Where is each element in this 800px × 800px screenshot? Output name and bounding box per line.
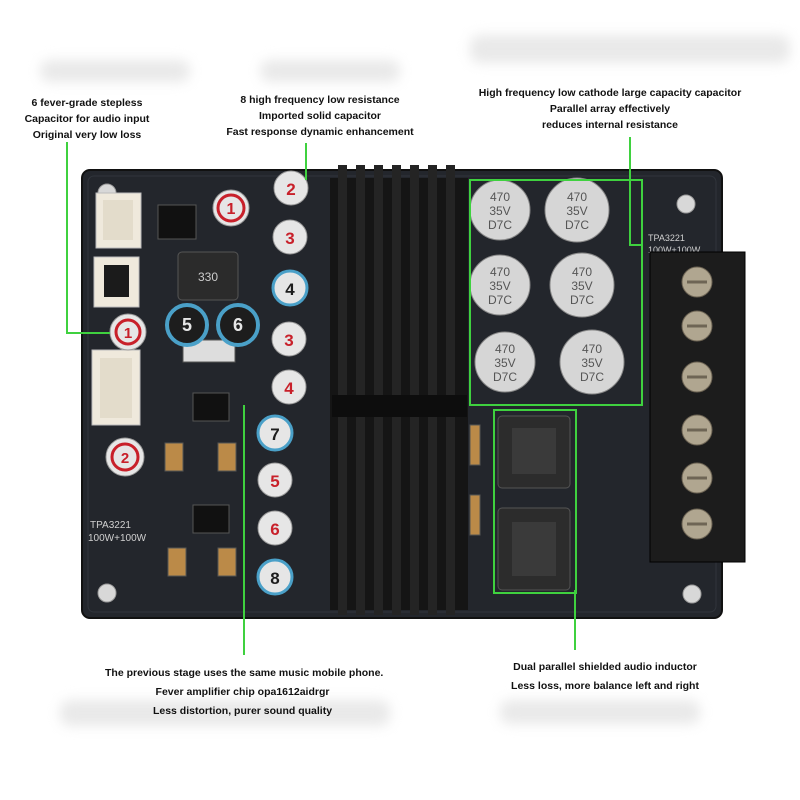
callout-preamp-line2: Fever amplifier chip opa1612aidrgr: [155, 686, 330, 698]
svg-text:35V: 35V: [571, 279, 592, 293]
bulk-capacitor: 470 35V D7C: [469, 254, 531, 316]
solid-capacitors: 2 3 4 3 4 7 5: [256, 170, 309, 596]
svg-text:3: 3: [285, 229, 294, 248]
svg-text:35V: 35V: [489, 279, 510, 293]
svg-text:1: 1: [227, 201, 236, 218]
svg-text:4: 4: [285, 280, 295, 299]
solid-capacitor: 3: [272, 219, 308, 255]
svg-text:470: 470: [567, 190, 587, 204]
input-capacitor: 6: [216, 303, 260, 347]
board-model-label-top: TPA3221: [648, 233, 685, 243]
solid-capacitor: 4: [271, 269, 309, 307]
callout-input-caps-line1: 6 fever-grade stepless: [31, 97, 143, 109]
callout-inductor-line1: Dual parallel shielded audio inductor: [513, 661, 697, 673]
svg-text:8: 8: [270, 569, 279, 588]
svg-text:6: 6: [270, 520, 279, 539]
bulk-capacitor-array: 470 35V D7C 470 35V D7C 470 35V D7C 470 …: [469, 177, 625, 395]
svg-text:1: 1: [124, 325, 132, 342]
callout-line-cathode-caps: [629, 137, 642, 246]
svg-text:3: 3: [284, 331, 293, 350]
svg-text:470: 470: [572, 265, 592, 279]
callout-solid-caps-line3: Fast response dynamic enhancement: [226, 126, 414, 138]
bulk-capacitor: 470 35V D7C: [544, 177, 610, 243]
callout-solid-capacitors: 8 high frequency low resistance Imported…: [215, 92, 425, 140]
svg-text:4: 4: [284, 379, 294, 398]
solid-capacitor: 7: [256, 414, 294, 452]
svg-text:6: 6: [233, 315, 243, 335]
callout-preamp-line3: Less distortion, purer sound quality: [152, 705, 333, 717]
input-capacitors: 1 5 6 1 2: [105, 189, 260, 477]
svg-text:D7C: D7C: [565, 218, 589, 232]
bulk-capacitor: 470 35V D7C: [474, 331, 536, 393]
input-capacitor: 1: [109, 313, 147, 351]
callout-line-input-caps: [66, 142, 110, 334]
svg-text:2: 2: [121, 450, 129, 467]
bulk-capacitor: 470 35V D7C: [559, 329, 625, 395]
svg-text:D7C: D7C: [493, 370, 517, 384]
board-power-label: 100W+100W: [88, 533, 147, 544]
callout-lines: [66, 137, 643, 655]
solid-capacitor: 8: [256, 558, 294, 596]
input-capacitor: 5: [165, 303, 209, 347]
board-model-label: TPA3221: [90, 520, 131, 531]
solid-capacitor: 6: [257, 510, 293, 546]
solid-capacitor: 2: [273, 170, 309, 206]
svg-text:35V: 35V: [581, 356, 602, 370]
callout-cathode-caps-line3: reduces internal resistance: [542, 119, 678, 131]
bulk-capacitor: 470 35V D7C: [469, 179, 531, 241]
solid-capacitor: 4: [271, 369, 307, 405]
bulk-capacitor: 470 35V D7C: [549, 252, 615, 318]
input-connectors: [91, 192, 142, 426]
input-capacitor: 2: [105, 437, 145, 477]
callout-solid-caps-line2: Imported solid capacitor: [259, 110, 381, 122]
solid-capacitor: 3: [271, 321, 307, 357]
svg-text:470: 470: [490, 265, 510, 279]
svg-text:5: 5: [182, 315, 192, 335]
callout-input-caps-line3: Original very low loss: [32, 129, 142, 141]
board-power-label-top: 100W+100W: [648, 245, 701, 255]
callout-preamp-line1: The previous stage uses the same music m…: [105, 667, 384, 679]
svg-text:2: 2: [286, 180, 295, 199]
svg-text:7: 7: [270, 425, 279, 444]
heatsink: [330, 165, 468, 615]
svg-text:35V: 35V: [566, 204, 587, 218]
svg-text:D7C: D7C: [488, 218, 512, 232]
shielded-inductors: [497, 415, 571, 591]
svg-text:35V: 35V: [489, 204, 510, 218]
solid-capacitor: 5: [257, 462, 293, 498]
inductor-label: 330: [198, 270, 218, 284]
svg-text:470: 470: [490, 190, 510, 204]
svg-text:35V: 35V: [494, 356, 515, 370]
svg-text:D7C: D7C: [570, 293, 594, 307]
callout-input-capacitors: 6 fever-grade stepless Capacitor for aud…: [12, 95, 162, 143]
callout-preamp-chip: The previous stage uses the same music m…: [105, 664, 384, 721]
callout-shielded-inductor: Dual parallel shielded audio inductor Le…: [490, 658, 720, 696]
callout-cathode-caps-line1: High frequency low cathode large capacit…: [478, 87, 742, 99]
callout-input-caps-line2: Capacitor for audio input: [24, 113, 150, 125]
callout-solid-caps-line1: 8 high frequency low resistance: [240, 94, 400, 106]
callout-frame-cathode-caps: [469, 179, 643, 406]
svg-text:D7C: D7C: [488, 293, 512, 307]
svg-text:470: 470: [495, 342, 515, 356]
callout-cathode-caps-line2: Parallel array effectively: [549, 103, 671, 115]
svg-text:5: 5: [270, 472, 279, 491]
svg-text:D7C: D7C: [580, 370, 604, 384]
small-inductor: 330: [177, 251, 239, 301]
svg-text:470: 470: [582, 342, 602, 356]
callout-frame-inductor: [493, 409, 577, 594]
callout-cathode-capacitors: High frequency low cathode large capacit…: [475, 85, 745, 133]
small-components: [157, 204, 481, 577]
callout-inductor-line2: Less loss, more balance left and right: [511, 680, 699, 692]
input-capacitor: 1: [212, 189, 250, 227]
speaker-terminal-block: [649, 251, 746, 563]
